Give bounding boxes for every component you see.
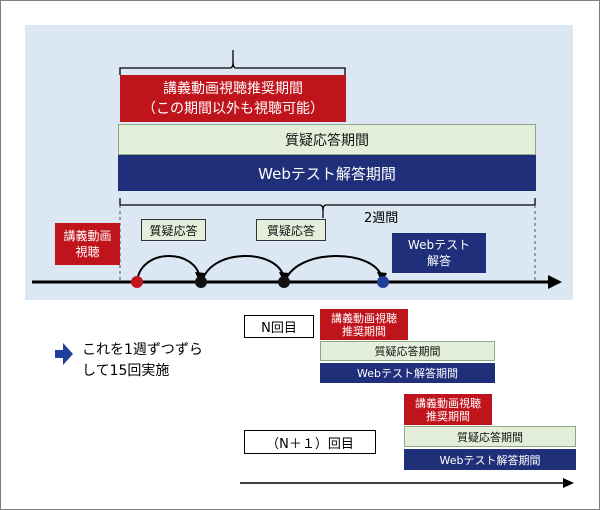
lecture-period-bar: 講義動画視聴推奨期間 （この期間以外も視聴可能） xyxy=(120,75,346,122)
qa-box-1: 質疑応答 xyxy=(141,219,206,241)
lecture-viewing-box: 講義動画 視聴 xyxy=(55,223,120,265)
qa-box-2: 質疑応答 xyxy=(256,219,326,241)
n-qa-bar: 質疑応答期間 xyxy=(320,341,495,361)
n-round-label-box: N回目 xyxy=(244,315,314,338)
lecture-period-label: 講義動画視聴推奨期間 xyxy=(163,80,303,97)
dot-qa-2 xyxy=(278,276,290,288)
lecture-period-note: （この期間以外も視聴可能） xyxy=(142,100,324,117)
n1-qa-label: 質疑応答期間 xyxy=(457,430,523,444)
web-test-answer-box: Webテスト 解答 xyxy=(392,233,486,273)
n1-web-label: Webテスト解答期間 xyxy=(439,453,541,467)
n-lecture-label: 講義動画視聴 推奨期間 xyxy=(331,311,397,338)
n-qa-label: 質疑応答期間 xyxy=(374,345,441,358)
n-web-bar: Webテスト解答期間 xyxy=(320,363,495,383)
n-web-label: Webテスト解答期間 xyxy=(357,367,458,380)
qa-box-1-label: 質疑応答 xyxy=(149,223,198,238)
n1-round-label: （N＋１）回目 xyxy=(266,436,354,452)
web-test-answer-label: Webテスト 解答 xyxy=(407,238,471,268)
n1-web-bar: Webテスト解答期間 xyxy=(404,449,576,470)
arc-3 xyxy=(284,255,383,283)
top-brace xyxy=(119,50,346,75)
arc-1 xyxy=(136,255,201,283)
timeline-arrowhead xyxy=(548,275,562,289)
n1-round-label-box: （N＋１）回目 xyxy=(244,430,376,454)
shift-description: これを1週ずつずら して15回実施 xyxy=(82,342,203,379)
arc-2 xyxy=(201,255,285,283)
dot-web-test xyxy=(377,276,389,288)
web-test-period-bar: Webテスト解答期間 xyxy=(118,155,536,191)
two-weeks-label: 2週間 xyxy=(364,211,399,226)
qa-box-2-label: 質疑応答 xyxy=(266,223,315,238)
n-lecture-bar: 講義動画視聴 推奨期間 xyxy=(320,309,408,340)
n-round-label: N回目 xyxy=(261,321,297,336)
qa-period-bar: 質疑応答期間 xyxy=(118,124,536,155)
lecture-viewing-label: 講義動画 視聴 xyxy=(63,229,112,259)
n1-qa-bar: 質疑応答期間 xyxy=(404,426,576,447)
n1-lecture-label: 講義動画視聴 推奨期間 xyxy=(415,396,481,423)
n1-lecture-bar: 講義動画視聴 推奨期間 xyxy=(404,394,492,425)
qa-period-label: 質疑応答期間 xyxy=(285,132,369,149)
dot-qa-1 xyxy=(195,276,207,288)
web-test-period-label: Webテスト解答期間 xyxy=(258,164,396,183)
bottom-brace xyxy=(119,198,536,218)
bottom-axis-arrowhead xyxy=(563,478,574,488)
dot-lecture xyxy=(131,276,143,288)
shift-arrow-icon xyxy=(55,343,73,365)
